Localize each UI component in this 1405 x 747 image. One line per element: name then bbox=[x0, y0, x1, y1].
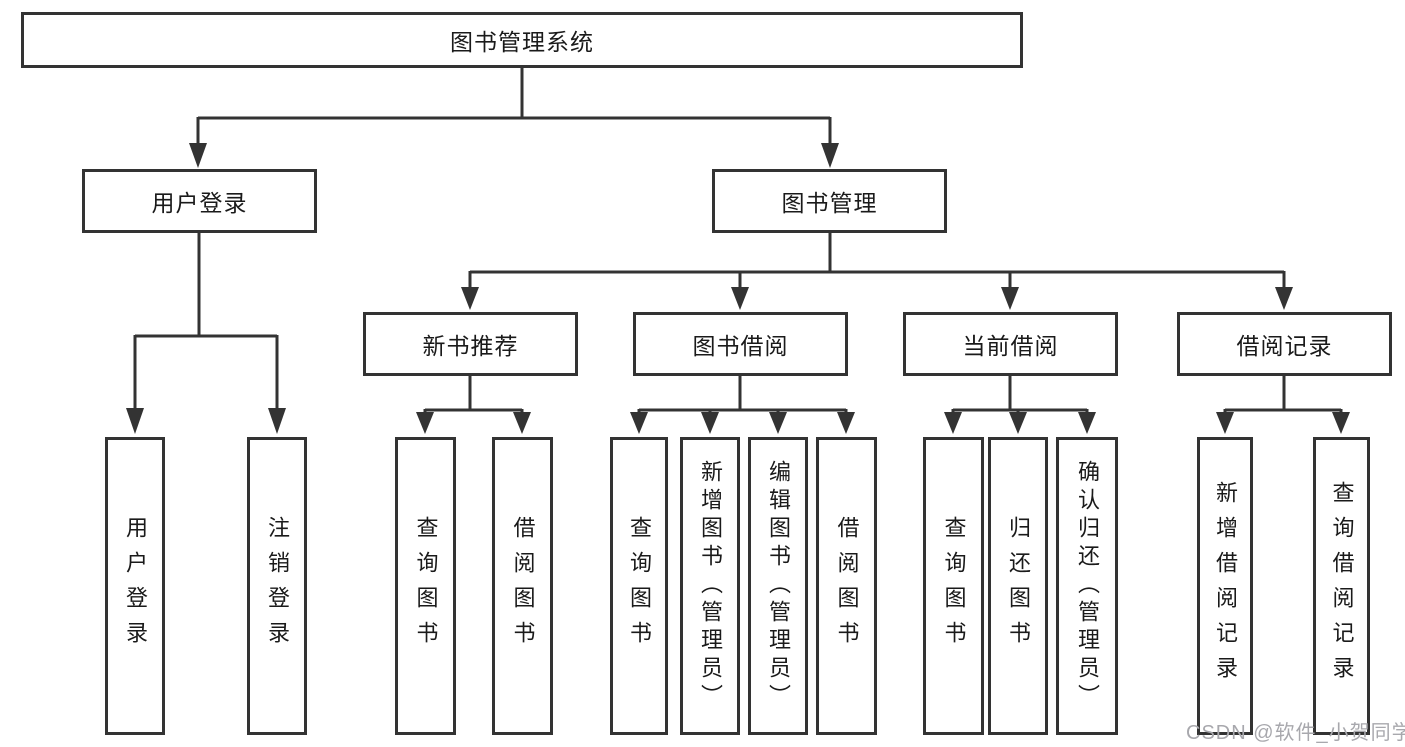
leaf-return-books: 归还图书 bbox=[988, 437, 1048, 735]
csdn-watermark: CSDN @软件_小贺同学 bbox=[1186, 722, 1405, 744]
leaf-logout: 注销登录 bbox=[247, 437, 307, 735]
leaf-label: 确认归还（管理员） bbox=[1075, 460, 1100, 712]
node-current-borrowing: 当前借阅 bbox=[903, 312, 1118, 376]
leaf-label: 新增图书（管理员） bbox=[698, 460, 723, 712]
leaf-query-borrow-record: 查询借阅记录 bbox=[1313, 437, 1370, 735]
leaf-user-login: 用户登录 bbox=[105, 437, 165, 735]
node-new-book-recommend: 新书推荐 bbox=[363, 312, 578, 376]
leaf-label: 注销登录 bbox=[265, 516, 290, 656]
leaf-label: 新增借阅记录 bbox=[1213, 481, 1238, 691]
leaf-query-books-recommend: 查询图书 bbox=[395, 437, 456, 735]
leaf-label: 归还图书 bbox=[1006, 516, 1031, 656]
node-book-borrowing: 图书借阅 bbox=[633, 312, 848, 376]
leaf-label: 编辑图书（管理员） bbox=[766, 460, 791, 712]
leaf-query-books-current: 查询图书 bbox=[923, 437, 984, 735]
leaf-query-books-borrowing: 查询图书 bbox=[610, 437, 668, 735]
leaf-label: 查询图书 bbox=[627, 516, 652, 656]
leaf-label: 查询借阅记录 bbox=[1329, 481, 1355, 691]
leaf-label: 查询图书 bbox=[941, 516, 967, 656]
leaf-add-borrow-record: 新增借阅记录 bbox=[1197, 437, 1253, 735]
leaf-label: 借阅图书 bbox=[834, 516, 860, 656]
arrowheads bbox=[126, 143, 1350, 434]
leaf-label: 查询图书 bbox=[413, 516, 439, 656]
node-user-login: 用户登录 bbox=[82, 169, 317, 233]
leaf-borrow-books-borrowing: 借阅图书 bbox=[816, 437, 877, 735]
node-book-management: 图书管理 bbox=[712, 169, 947, 233]
leaf-edit-books-admin: 编辑图书（管理员） bbox=[748, 437, 808, 735]
node-borrowing-records: 借阅记录 bbox=[1177, 312, 1392, 376]
leaf-label: 用户登录 bbox=[123, 516, 148, 656]
leaf-confirm-return-admin: 确认归还（管理员） bbox=[1056, 437, 1118, 735]
leaf-label: 借阅图书 bbox=[510, 516, 536, 656]
leaf-borrow-books-recommend: 借阅图书 bbox=[492, 437, 553, 735]
leaf-add-books-admin: 新增图书（管理员） bbox=[680, 437, 740, 735]
node-root: 图书管理系统 bbox=[21, 12, 1023, 68]
